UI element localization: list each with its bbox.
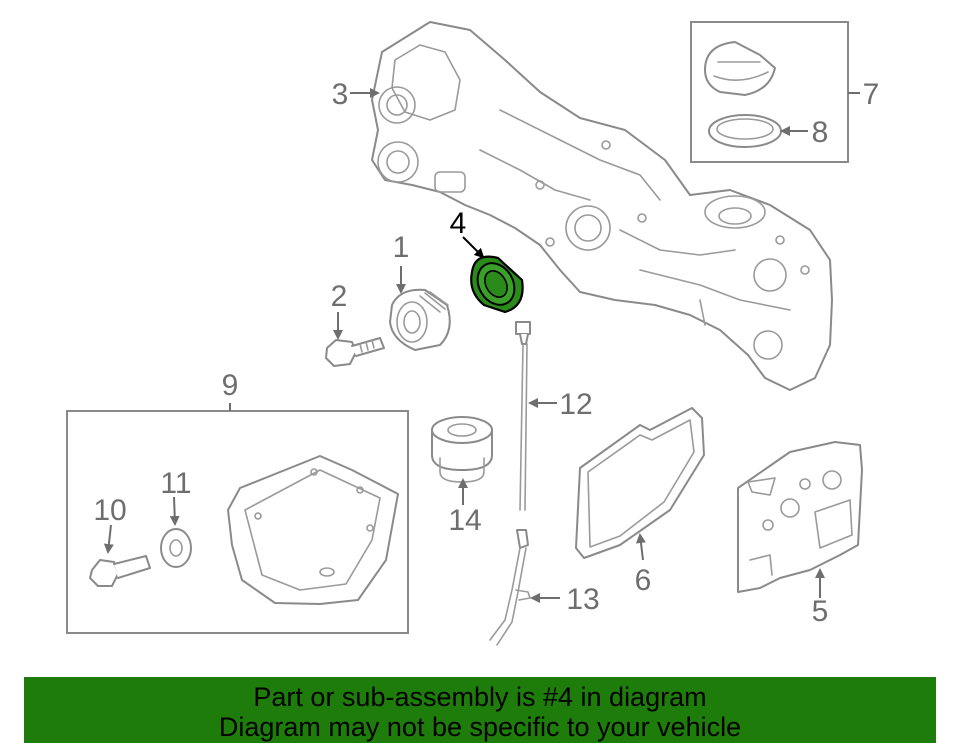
callout-14: 14 xyxy=(448,504,481,537)
callout-labels: 3 1 2 4 7 8 9 10 11 12 13 14 6 5 xyxy=(93,78,879,628)
callout-7: 7 xyxy=(863,78,880,111)
crankshaft-pulley-part-1[interactable] xyxy=(389,288,451,351)
leader-lines xyxy=(103,88,860,603)
callout-1: 1 xyxy=(393,231,410,264)
callout-10: 10 xyxy=(93,494,126,527)
oil-pan-group-9[interactable] xyxy=(66,410,409,634)
callout-4: 4 xyxy=(450,207,467,240)
drain-bolt-part-10[interactable] xyxy=(89,555,151,587)
callout-9: 9 xyxy=(222,369,239,402)
info-banner: Part or sub-assembly is #4 in diagram Di… xyxy=(24,677,936,743)
callout-13: 13 xyxy=(566,583,599,616)
timing-cover-part-3[interactable] xyxy=(371,21,833,391)
callout-2: 2 xyxy=(331,280,348,313)
lower-case-part-5[interactable] xyxy=(737,441,863,593)
pulley-bolt-part-2[interactable] xyxy=(325,337,385,367)
banner-line-disclaimer: Diagram may not be specific to your vehi… xyxy=(218,712,742,742)
callout-8: 8 xyxy=(812,116,829,149)
callout-12: 12 xyxy=(559,388,592,421)
dipstick-tube-part-13[interactable] xyxy=(489,529,531,646)
crankshaft-seal-part-4[interactable] xyxy=(470,255,524,314)
callout-3: 3 xyxy=(332,78,349,111)
oil-pan-gasket-part-6[interactable] xyxy=(575,407,705,559)
callout-5: 5 xyxy=(812,595,829,628)
dipstick-part-12[interactable] xyxy=(515,321,531,511)
callout-11: 11 xyxy=(160,467,191,500)
bushing-part-14[interactable] xyxy=(431,416,493,483)
callout-6: 6 xyxy=(635,564,652,597)
banner-line-part-number: Part or sub-assembly is #4 in diagram xyxy=(253,682,707,712)
drain-washer-part-11[interactable] xyxy=(160,528,192,568)
